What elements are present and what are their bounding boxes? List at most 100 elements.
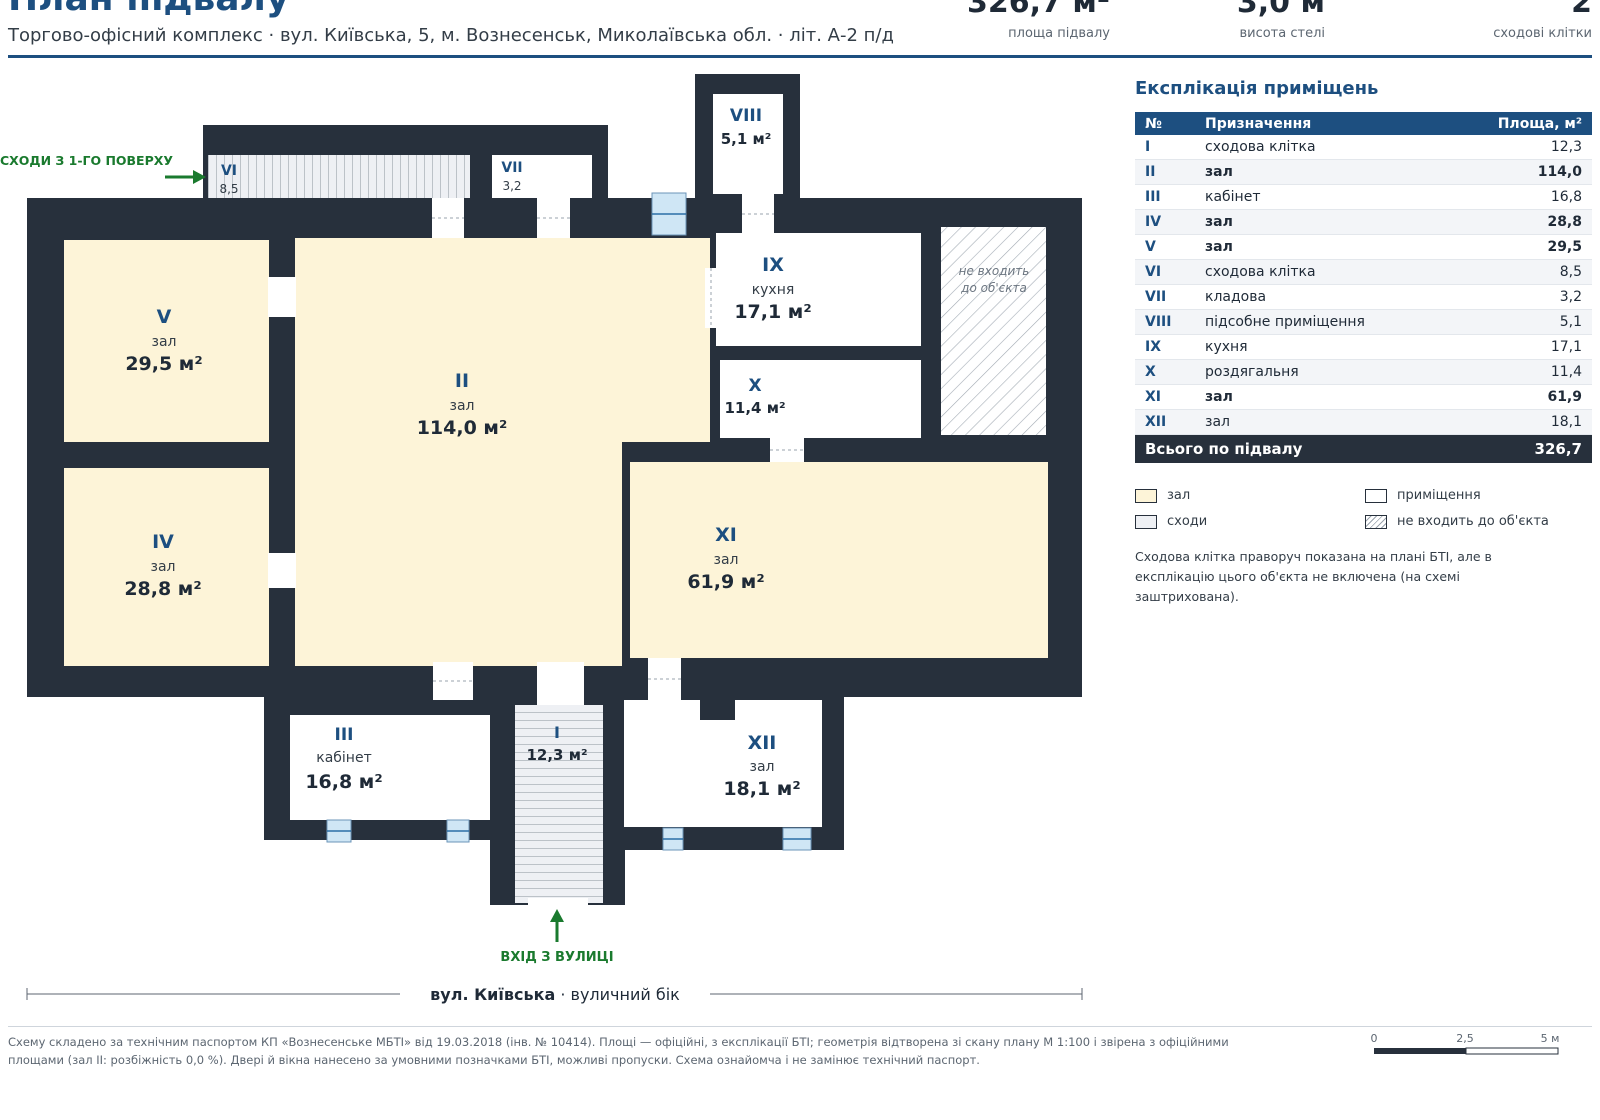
stat-area-label: площа підвалу (1008, 26, 1110, 41)
excluded-note: Сходова клітка праворуч показана на план… (1135, 549, 1492, 604)
row-purpose: сходова клітка (1195, 259, 1447, 285)
room-xii-num: XII (748, 732, 777, 754)
stat-area-value: 326,7 м² (967, 0, 1110, 20)
row-area: 18,1 (1446, 409, 1592, 435)
stairs-from-first-floor-label: СХОДИ З 1-ГО ПОВЕРХУ (0, 153, 173, 168)
legend-stairs-swatch (1135, 514, 1157, 529)
legend-excluded: не входить до об'єкта (1365, 514, 1549, 529)
row-area: 12,3 (1446, 135, 1592, 160)
room-iii-fill (290, 715, 490, 820)
scale-tick-1: 2,5 (1456, 1032, 1474, 1045)
room-v-area: 29,5 м² (125, 353, 202, 375)
floor-plan: V зал 29,5 м² IV зал 28,8 м² II зал 114,… (0, 74, 1083, 1004)
stairs-arrow-icon (193, 170, 206, 184)
room-viii-fill (713, 94, 783, 194)
legend-hall-label: зал (1167, 488, 1191, 503)
stat-height-label: висота стелі (1239, 26, 1325, 41)
legend-hall-swatch (1135, 488, 1157, 503)
row-num: IX (1135, 334, 1195, 360)
room-x-area: 11,4 м² (724, 399, 785, 417)
row-purpose: кухня (1195, 334, 1447, 360)
row-num: VI (1135, 259, 1195, 285)
row-num: II (1135, 159, 1195, 185)
scale-segment-light (1465, 1047, 1559, 1055)
row-num: III (1135, 184, 1195, 210)
room-v-fill (64, 240, 269, 442)
street-name: вул. Київська (430, 985, 555, 1004)
room-vii-num: VII (501, 160, 522, 176)
row-area: 16,8 (1446, 184, 1592, 210)
row-purpose: зал (1195, 234, 1447, 260)
row-purpose: кладова (1195, 284, 1447, 310)
room-v-num: V (157, 306, 172, 328)
room-ix-fill (716, 233, 921, 346)
room-ix-num: IX (762, 254, 784, 276)
stat-stairs: 2 сходові клітки (1493, 0, 1592, 41)
stat-area: 326,7 м² площа підвалу (967, 0, 1110, 41)
room-iv-fill (64, 468, 269, 666)
room-iii-name: кабінет (316, 750, 371, 766)
room-viii-area: 5,1 м² (721, 130, 772, 148)
page-title: План підвалу (8, 0, 289, 19)
room-ii-num: II (455, 370, 469, 392)
row-num: XI (1135, 384, 1195, 410)
street-entrance-label: ВХІД З ВУЛИЦІ (500, 950, 613, 965)
table-total-row: Всього по підвалу 326,7 (1135, 434, 1592, 463)
footer-rule (8, 1026, 1592, 1027)
room-fills (64, 94, 1048, 903)
room-iii-area: 16,8 м² (305, 771, 382, 793)
street-side: · вуличний бік (555, 985, 680, 1004)
room-v-name: зал (152, 334, 177, 350)
room-xi-fill (630, 462, 1048, 658)
row-purpose: підсобне приміщення (1195, 309, 1447, 335)
row-area: 114,0 (1446, 159, 1592, 185)
room-xii-name: зал (750, 759, 775, 775)
legend-room-label: приміщення (1397, 488, 1481, 503)
room-iv-num: IV (152, 531, 174, 553)
room-vi-fill (208, 155, 470, 198)
excluded-label-2: до об'єкта (960, 281, 1027, 295)
room-x-fill (720, 360, 921, 438)
stat-stairs-label: сходові клітки (1493, 26, 1592, 41)
legend-room: приміщення (1365, 488, 1481, 503)
row-area: 5,1 (1446, 309, 1592, 335)
row-purpose: зал (1195, 384, 1447, 410)
legend-hall: зал (1135, 488, 1190, 503)
row-purpose: кабінет (1195, 184, 1447, 210)
windows (326, 192, 812, 851)
col-num-header: № (1135, 112, 1195, 135)
row-area: 61,9 (1446, 384, 1592, 410)
scale-bar: 0 2,5 5 м (1371, 1032, 1559, 1055)
row-purpose: роздягальня (1195, 359, 1447, 385)
legend-excluded-swatch (1365, 514, 1387, 529)
legend-room-swatch (1365, 488, 1387, 503)
row-area: 11,4 (1446, 359, 1592, 385)
row-num: XII (1135, 409, 1195, 435)
room-iv-name: зал (151, 559, 176, 575)
legend-excluded-label: не входить до об'єкта (1397, 514, 1549, 529)
room-vii-fill (492, 155, 592, 198)
row-area: 29,5 (1446, 234, 1592, 260)
row-purpose: сходова клітка (1195, 135, 1447, 160)
page-subtitle: Торгово-офісний комплекс · вул. Київська… (8, 25, 894, 46)
room-xii-area: 18,1 м² (723, 778, 800, 800)
room-vi-num: VI (221, 163, 237, 179)
doors (268, 194, 804, 908)
row-num: V (1135, 234, 1195, 260)
row-num: VII (1135, 284, 1195, 310)
row-purpose: зал (1195, 409, 1447, 435)
room-xii-fill (624, 700, 822, 827)
room-viii-num: VIII (730, 106, 762, 126)
room-ix-name: кухня (752, 282, 795, 298)
